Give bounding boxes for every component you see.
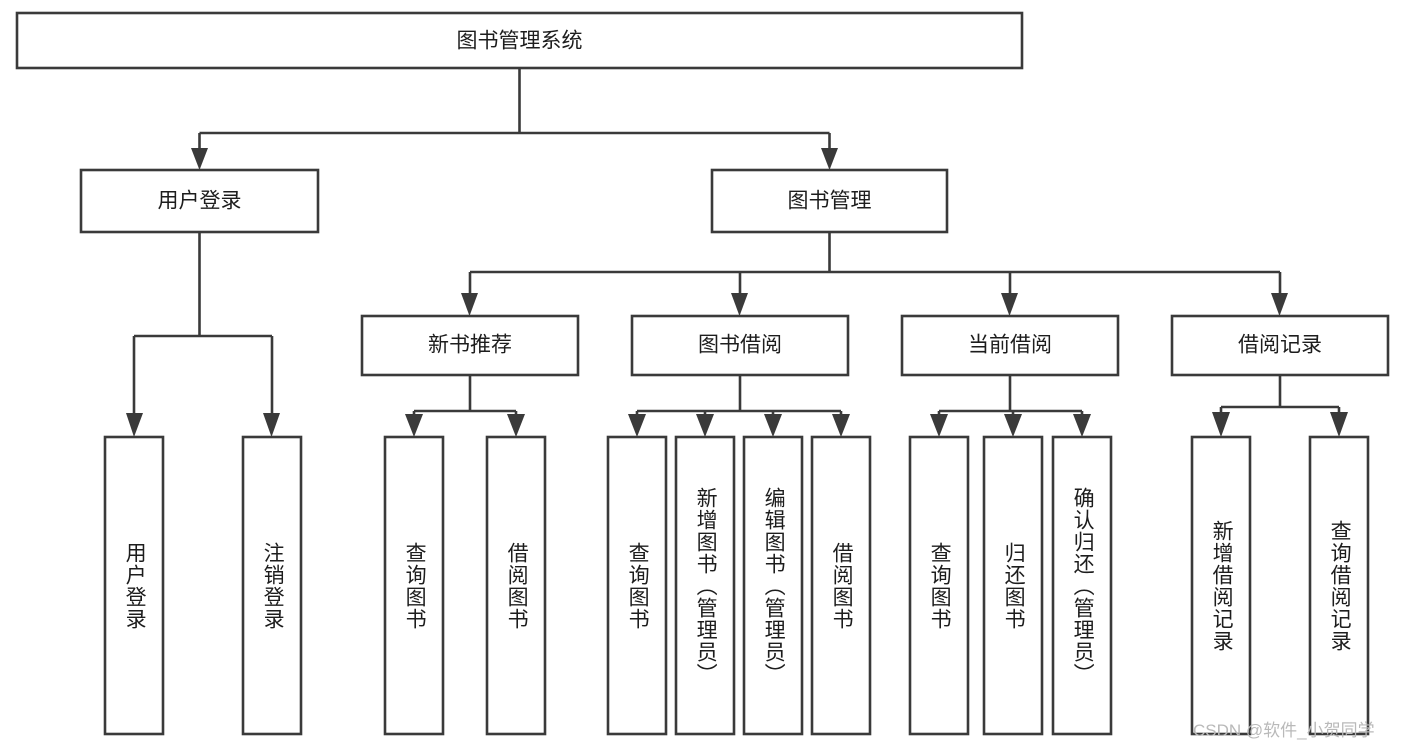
arrow-head-icon (764, 414, 782, 437)
leaf-node-group (103, 435, 1370, 736)
arrow-head-icon (126, 413, 143, 437)
node-rect[interactable] (606, 435, 668, 736)
node-borrow-record[interactable]: 借阅记录 (1170, 314, 1390, 377)
arrow-head-icon (1212, 412, 1230, 437)
arrow-head-icon (832, 414, 850, 437)
node-new-book-recommend[interactable]: 新书推荐 (360, 314, 580, 377)
node-rect[interactable] (79, 168, 320, 234)
node-leaf[interactable] (241, 435, 303, 736)
connector-user-login-to-leaves (126, 232, 280, 437)
node-rect[interactable] (103, 435, 165, 736)
node-rect[interactable] (982, 435, 1044, 736)
connector-root-to-level2 (191, 68, 838, 170)
node-rect[interactable] (1190, 435, 1252, 736)
node-rect[interactable] (383, 435, 445, 736)
node-rect[interactable] (15, 11, 1024, 70)
node-leaf[interactable] (1051, 435, 1113, 736)
node-rect[interactable] (900, 314, 1120, 377)
node-root[interactable]: 图书管理系统 (15, 11, 1024, 70)
node-leaf[interactable] (485, 435, 547, 736)
arrow-head-icon (507, 414, 525, 437)
node-current-borrow[interactable]: 当前借阅 (900, 314, 1120, 377)
node-leaf[interactable] (674, 435, 736, 736)
node-user-login[interactable]: 用户登录 (79, 168, 320, 234)
node-leaf[interactable] (383, 435, 445, 736)
node-rect[interactable] (674, 435, 736, 736)
node-label: 图书管理系统 (457, 30, 583, 53)
node-rect[interactable] (241, 435, 303, 736)
node-label: 图书管理 (788, 190, 872, 213)
node-rect[interactable] (908, 435, 970, 736)
node-leaf[interactable] (742, 435, 804, 736)
arrow-head-icon (930, 414, 948, 437)
node-rect[interactable] (1308, 435, 1370, 736)
arrow-head-icon (731, 293, 748, 316)
arrow-head-icon (696, 414, 714, 437)
node-leaf[interactable] (1308, 435, 1370, 736)
node-label: 用户登录 (158, 190, 242, 213)
node-label: 新书推荐 (428, 334, 512, 357)
arrow-head-icon (191, 148, 208, 170)
node-leaf[interactable] (1190, 435, 1252, 736)
node-leaf[interactable] (103, 435, 165, 736)
arrow-head-icon (1004, 414, 1022, 437)
node-rect[interactable] (1051, 435, 1113, 736)
arrow-head-icon (1330, 412, 1348, 437)
node-book-borrow[interactable]: 图书借阅 (630, 314, 850, 377)
node-rect[interactable] (710, 168, 949, 234)
node-book-management[interactable]: 图书管理 (710, 168, 949, 234)
node-leaf[interactable] (908, 435, 970, 736)
connector-book-borrow-to-leaves (628, 375, 850, 437)
watermark-text: CSDN @软件_小贺同学 (1193, 721, 1375, 740)
connector-current-borrow-to-leaves (930, 375, 1091, 437)
arrow-head-icon (263, 413, 280, 437)
arrow-head-icon (1073, 414, 1091, 437)
node-leaf[interactable] (982, 435, 1044, 736)
connector-new-book-to-leaves (405, 375, 525, 437)
node-leaf[interactable] (810, 435, 872, 736)
arrow-head-icon (461, 293, 478, 316)
node-label: 图书借阅 (698, 334, 782, 357)
arrow-head-icon (1271, 293, 1288, 316)
node-rect[interactable] (485, 435, 547, 736)
node-label: 当前借阅 (968, 334, 1052, 357)
node-leaf[interactable] (606, 435, 668, 736)
node-label: 借阅记录 (1238, 334, 1322, 357)
arrow-head-icon (405, 414, 423, 437)
node-rect[interactable] (1170, 314, 1390, 377)
arrow-head-icon (1001, 293, 1018, 316)
node-rect[interactable] (360, 314, 580, 377)
connector-book-mgmt-to-level3 (461, 232, 1288, 316)
node-rect[interactable] (810, 435, 872, 736)
arrow-head-icon (821, 148, 838, 170)
arrow-head-icon (628, 414, 646, 437)
node-rect[interactable] (630, 314, 850, 377)
node-rect[interactable] (742, 435, 804, 736)
connector-borrow-record-to-leaves (1212, 375, 1348, 437)
